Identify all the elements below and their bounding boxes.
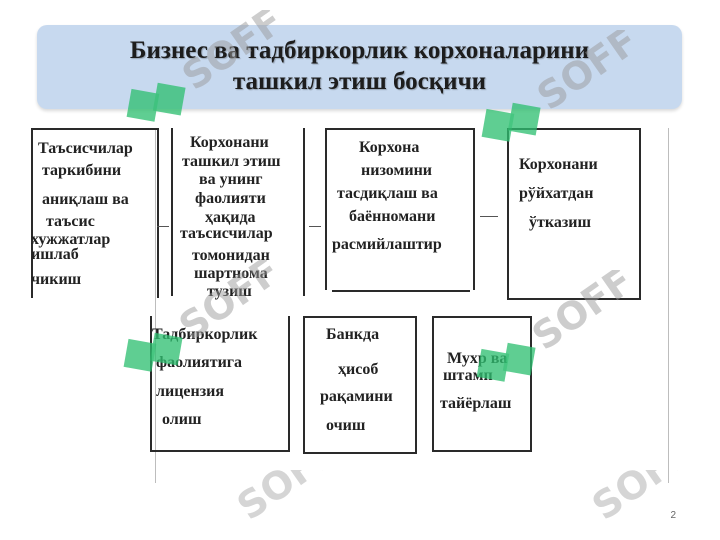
contract-line-8: шартнома xyxy=(194,265,268,282)
connector-2-3 xyxy=(309,226,321,227)
watermark-text: SOFF xyxy=(229,470,346,529)
watermark-text: SOFF xyxy=(174,10,291,99)
registration-line-2: рўйхатдан xyxy=(519,185,594,202)
charter-line-1: Корхона xyxy=(359,139,420,156)
guide-line-right xyxy=(668,128,669,483)
bank-line-2: ҳисоб xyxy=(338,361,379,378)
contract-line-5: ҳақида xyxy=(205,209,256,226)
charter-underline xyxy=(332,290,470,292)
registration-line-1: Корхонани xyxy=(519,156,598,173)
page-number: 2 xyxy=(670,510,676,521)
step-box-registration xyxy=(507,128,641,300)
step-box-founders xyxy=(31,128,159,298)
contract-line-2: ташкил этиш xyxy=(182,153,281,170)
watermark-text: SOFF xyxy=(584,470,701,529)
step-box-stamp xyxy=(432,316,532,452)
contract-line-4: фаолияти xyxy=(195,190,266,207)
bank-line-3: рақамини xyxy=(320,388,393,405)
soff-logo-icon: SOFF xyxy=(450,30,650,160)
charter-line-2: низомини xyxy=(361,162,433,179)
soff-logo-icon: SOFF xyxy=(505,470,705,540)
license-line-4: олиш xyxy=(162,411,202,428)
founders-line-2: таркибини xyxy=(42,162,122,179)
guide-line-left xyxy=(155,128,156,483)
bank-line-4: очиш xyxy=(326,417,366,434)
step-box-contract xyxy=(171,128,305,296)
charter-line-5: расмийлаштир xyxy=(332,236,442,253)
soff-logo-icon: SOFF xyxy=(150,470,350,540)
watermark-text: SOFF xyxy=(529,30,646,119)
founders-line-5: хужжатлар xyxy=(31,231,111,248)
founders-line-4: таъсис xyxy=(46,213,95,230)
title-line-2: ташкил этиш босқичи xyxy=(232,68,487,95)
step-box-bank xyxy=(303,316,417,454)
contract-line-3: ва унинг xyxy=(199,171,263,188)
founders-line-3: аниқлаш ва xyxy=(42,191,129,208)
step-box-license xyxy=(150,316,290,452)
soff-logo-icon: SOFF xyxy=(92,260,292,390)
connector-3-4 xyxy=(480,216,498,217)
watermark-text: SOFF xyxy=(524,270,641,359)
stamp-line-3: тайёрлаш xyxy=(440,395,512,412)
license-line-3: лицензия xyxy=(156,383,225,400)
registration-line-3: ўтказиш xyxy=(529,214,591,231)
bank-line-1: Банкда xyxy=(326,326,380,343)
contract-line-9: тузиш xyxy=(207,283,252,300)
founders-line-1: Таъсисчилар xyxy=(38,140,133,157)
charter-line-4: баённомани xyxy=(349,208,436,225)
contract-line-6: таъсисчилар xyxy=(180,225,273,242)
step-box-charter xyxy=(325,128,475,290)
soff-logo-icon: SOFF xyxy=(445,270,645,400)
contract-line-7: томонидан xyxy=(192,247,270,264)
watermark-text: SOFF xyxy=(171,260,288,349)
founders-line-7: чикиш xyxy=(31,271,82,288)
founders-line-6: ишлаб xyxy=(31,246,79,263)
title-line-1: Бизнес ва тадбиркорлик корхоналарини xyxy=(129,37,590,64)
contract-line-1: Корхонани xyxy=(190,134,269,151)
charter-line-3: тасдиқлаш ва xyxy=(337,185,438,202)
connector-1-2 xyxy=(157,226,169,227)
soff-logo-icon: SOFF xyxy=(95,10,295,140)
